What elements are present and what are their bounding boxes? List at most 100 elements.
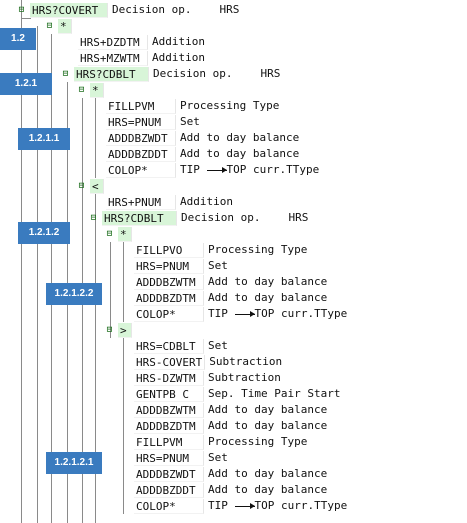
tree-guide-line	[82, 98, 83, 194]
tree-row[interactable]: ⊟*	[46, 18, 76, 34]
node-description: Decision op.HRS	[181, 211, 309, 224]
arrow-right-icon	[234, 502, 255, 509]
node-label: ADDDBZDTM	[134, 418, 204, 434]
node-label: ADDDBZWDT	[134, 466, 204, 482]
tree-row[interactable]: ⊟ HRS?CDBLT Decision op.HRS	[62, 66, 280, 82]
tree-row[interactable]: HRS+DZDTM Addition	[78, 34, 205, 50]
node-label: HRS=PNUM	[106, 114, 176, 130]
node-label: HRS-DZWTM	[134, 370, 204, 386]
node-label: HRS=PNUM	[134, 450, 204, 466]
expand-icon[interactable]: ⊟	[106, 324, 113, 335]
expand-icon[interactable]: ⊟	[106, 228, 113, 239]
node-description: Decision op.HRS	[112, 3, 240, 16]
node-label: ADDDBZWDT	[106, 130, 176, 146]
expand-icon[interactable]: ⊟	[78, 84, 85, 95]
tree-guide-line	[123, 242, 124, 322]
node-description: Processing Type	[208, 243, 308, 256]
node-label: FILLPVO	[134, 242, 204, 258]
tree-row[interactable]: HRS=CDBLT Set	[134, 338, 228, 354]
tree-row[interactable]: COLOP* TIP TOP curr.TType	[134, 498, 347, 514]
node-description: TIP TOP curr.TType	[180, 163, 320, 176]
tree-row[interactable]: ⊟ HRS?CDBLT Decision op.HRS	[90, 210, 308, 226]
node-label: *	[58, 18, 72, 34]
tree-row[interactable]: FILLPVO Processing Type	[134, 242, 307, 258]
tree-row[interactable]: ADDDBZDTM Add to day balance	[134, 418, 327, 434]
node-description: Processing Type	[180, 99, 280, 112]
tree-row[interactable]: HRS-DZWTM Subtraction	[134, 370, 281, 386]
tree-guide-line	[82, 194, 83, 523]
tree-guide-line	[51, 34, 52, 523]
node-label: FILLPVM	[106, 98, 176, 114]
tree-row[interactable]: ⊟*	[106, 226, 136, 242]
tree-row[interactable]: FILLPVM Processing Type	[106, 98, 279, 114]
node-description: Set	[208, 339, 228, 352]
node-description: TIP TOP curr.TType	[208, 307, 348, 320]
node-description: Add to day balance	[180, 147, 300, 160]
node-label: HRS?COVERT	[30, 2, 108, 18]
node-description: Subtraction	[209, 355, 283, 368]
tree-guide-line	[21, 18, 31, 19]
node-label: GENTPB C	[134, 386, 204, 402]
node-label: COLOP*	[106, 162, 176, 178]
node-description: Add to day balance	[180, 131, 300, 144]
node-label: HRS+DZDTM	[78, 34, 148, 50]
expand-icon[interactable]: ⊟	[18, 4, 25, 15]
node-label: >	[118, 322, 132, 338]
tree-row[interactable]: ⊟<	[78, 178, 108, 194]
section-badge: 1.2	[0, 28, 36, 50]
node-description: Decision op.HRS	[153, 67, 281, 80]
node-label: HRS?CDBLT	[74, 66, 149, 82]
node-description: Add to day balance	[208, 419, 328, 432]
expand-icon[interactable]: ⊟	[62, 68, 69, 79]
tree-row[interactable]: ADDDBZWDT Add to day balance	[106, 130, 299, 146]
node-label: COLOP*	[134, 498, 204, 514]
expand-icon[interactable]: ⊟	[46, 20, 53, 31]
section-badge: 1.2.1.2.1	[46, 452, 102, 474]
tree-guide-line	[21, 0, 22, 523]
node-description: Processing Type	[208, 435, 308, 448]
node-description: Addition	[152, 51, 205, 64]
node-description: Addition	[152, 35, 205, 48]
node-label: HRS?CDBLT	[102, 210, 177, 226]
node-label: HRS+MZWTM	[78, 50, 148, 66]
section-badge: 1.2.1.1	[18, 128, 70, 150]
node-description: Subtraction	[208, 371, 281, 384]
tree-guide-line	[95, 98, 96, 178]
node-label: HRS=CDBLT	[134, 338, 204, 354]
node-label: *	[118, 226, 132, 242]
node-label: ADDDBZWTM	[134, 274, 204, 290]
node-label: COLOP*	[134, 306, 204, 322]
tree-row[interactable]: ⊟*	[78, 82, 108, 98]
node-label: *	[90, 82, 104, 98]
tree-row[interactable]: COLOP* TIP TOP curr.TType	[134, 306, 347, 322]
expand-icon[interactable]: ⊟	[90, 212, 97, 223]
node-description: Set	[208, 259, 228, 272]
node-description: Add to day balance	[208, 483, 328, 496]
node-label: HRS-COVERT	[134, 354, 206, 370]
node-label: <	[90, 178, 104, 194]
tree-row[interactable]: ⊟>	[106, 322, 136, 338]
section-badge: 1.2.1.2	[18, 222, 70, 244]
tree-row[interactable]: COLOP* TIP TOP curr.TType	[106, 162, 319, 178]
arrow-right-icon	[234, 310, 255, 317]
section-badge: 1.2.1	[0, 73, 52, 95]
tree-row[interactable]: ⊟ HRS?COVERT Decision op.HRS	[18, 2, 239, 18]
tree-row[interactable]: HRS+MZWTM Addition	[78, 50, 205, 66]
tree-row[interactable]: FILLPVM Processing Type	[134, 434, 307, 450]
node-label: FILLPVM	[134, 434, 204, 450]
node-description: TIP TOP curr.TType	[208, 499, 348, 512]
expand-icon[interactable]: ⊟	[78, 180, 85, 191]
